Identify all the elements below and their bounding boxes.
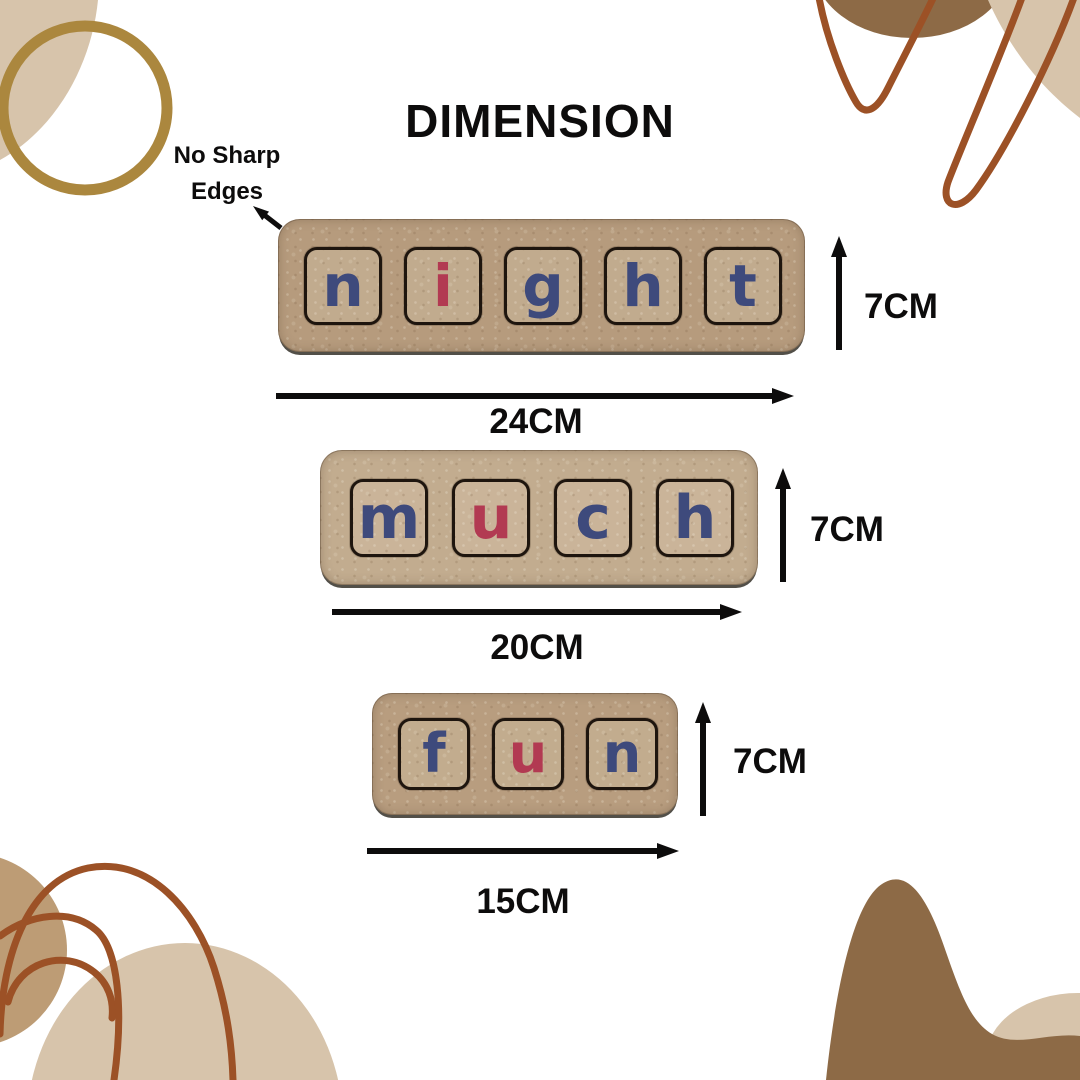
bottomleft-spiral-middle — [0, 912, 123, 1080]
tile-letter: c — [575, 482, 611, 553]
width-dimension-label: 24CM — [489, 402, 583, 441]
tile-letter: n — [602, 722, 642, 785]
width-dimension-label: 20CM — [490, 628, 584, 667]
width-arrow-icon — [367, 843, 679, 859]
letter-tile: g — [504, 246, 582, 325]
topright-brown-blob — [825, 0, 999, 38]
height-dimension-label: 7CM — [864, 287, 938, 326]
letter-tile: h — [656, 478, 734, 557]
height-arrow-icon — [775, 468, 791, 582]
puzzle-board-fun: f u n — [372, 693, 678, 815]
bottomright-beige-blob — [986, 993, 1080, 1080]
letter-tile: n — [304, 246, 382, 325]
letter-tile: n — [586, 718, 658, 790]
height-arrow-icon — [831, 236, 847, 350]
letter-tile: c — [554, 478, 632, 557]
letter-tile: u — [492, 718, 564, 790]
bottomright-brown-wave — [826, 879, 1080, 1080]
tile-letter: m — [357, 482, 421, 553]
letter-tile: t — [704, 246, 782, 325]
tile-letter: n — [322, 251, 364, 320]
puzzle-board-much: m u c h — [320, 450, 758, 585]
height-arrow-icon — [695, 702, 711, 816]
letter-tile: i — [404, 246, 482, 325]
height-dimension-label: 7CM — [810, 510, 884, 549]
width-arrow-icon — [276, 388, 794, 404]
letter-tile: u — [452, 478, 530, 557]
tile-letter: g — [522, 251, 564, 320]
letter-tile: h — [604, 246, 682, 325]
letter-tile: m — [350, 478, 428, 557]
height-dimension-label: 7CM — [733, 742, 807, 781]
tile-letter: h — [673, 482, 717, 553]
puzzle-board-night: n i g h t — [278, 219, 805, 352]
width-arrow-icon — [332, 604, 742, 620]
bottomleft-beige-blob — [31, 943, 339, 1080]
no-sharp-edges-label: No Sharp Edges — [173, 142, 281, 205]
tile-letter: i — [433, 251, 453, 320]
bottomleft-spiral-inner — [4, 956, 116, 1022]
tile-letter: u — [469, 482, 513, 553]
bottomleft-spiral-outer — [0, 862, 237, 1080]
letter-tile: f — [398, 718, 470, 790]
bottomleft-tan-circle — [0, 857, 67, 1043]
tile-letter: t — [729, 251, 757, 320]
width-dimension-label: 15CM — [476, 882, 570, 921]
tile-letter: f — [422, 722, 446, 785]
page-title: DIMENSION — [405, 95, 675, 147]
tile-letter: u — [508, 722, 548, 785]
tile-letter: h — [622, 251, 664, 320]
